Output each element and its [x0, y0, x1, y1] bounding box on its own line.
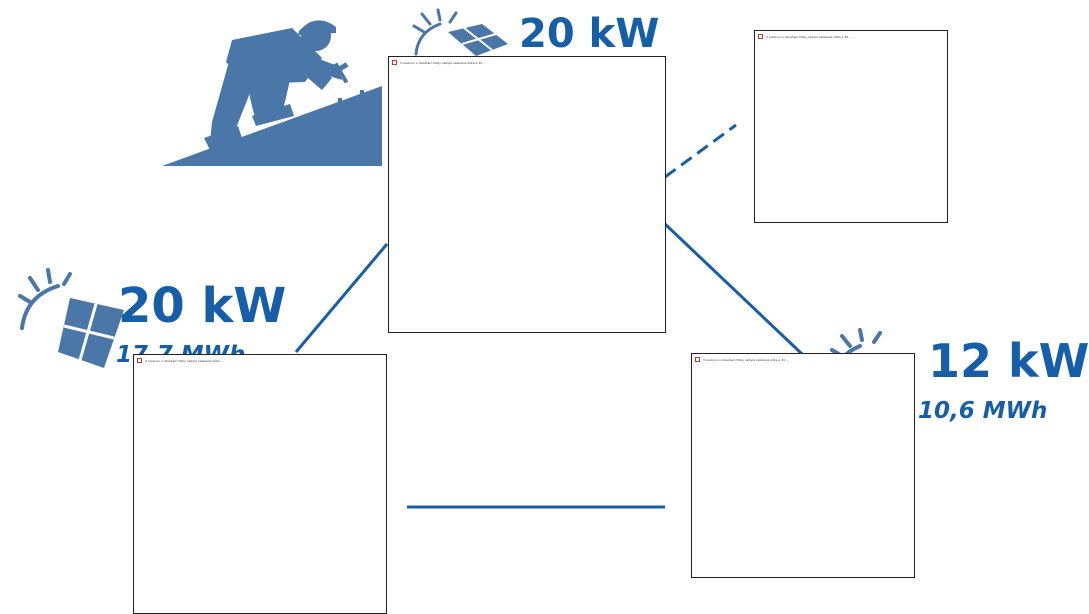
photo-frame-top-right: V souboru s obsahem fotky nebyla nalezen…: [754, 30, 948, 223]
broken-image-icon: [392, 60, 397, 65]
connector-center-to-left: [294, 243, 389, 353]
right-energy-label: 10,6 MWh: [918, 398, 1048, 424]
frame-caption: V souboru s obsahem fotky nebyla nalezen…: [766, 34, 852, 39]
frame-caption: V souboru s obsahem fotky nebyla nalezen…: [145, 358, 224, 363]
broken-image-icon: [695, 357, 700, 362]
frame-caption: V souboru s obsahem fotky nebyla nalezen…: [400, 60, 486, 65]
broken-image-icon: [137, 358, 142, 363]
left-power-label: 20 kW: [118, 278, 287, 334]
right-power-label: 12 kW: [928, 334, 1089, 388]
roofer-icon: [162, 20, 382, 166]
connector-center-to-right: [663, 222, 804, 356]
photo-frame-center: V souboru s obsahem fotky nebyla nalezen…: [388, 56, 666, 333]
solar-panel-icon: [412, 8, 508, 56]
photo-frame-bottom-left: V souboru s obsahem fotky nebyla nalezen…: [133, 354, 387, 614]
connector-dashed-top-right: [664, 123, 737, 179]
broken-image-icon: [758, 34, 763, 39]
frame-caption: V souboru s obsahem fotky nebyla nalezen…: [703, 357, 789, 362]
top-power-label: 20 kW: [519, 11, 660, 57]
solar-panel-icon: [18, 268, 124, 368]
photo-frame-bottom-right: V souboru s obsahem fotky nebyla nalezen…: [691, 353, 915, 578]
